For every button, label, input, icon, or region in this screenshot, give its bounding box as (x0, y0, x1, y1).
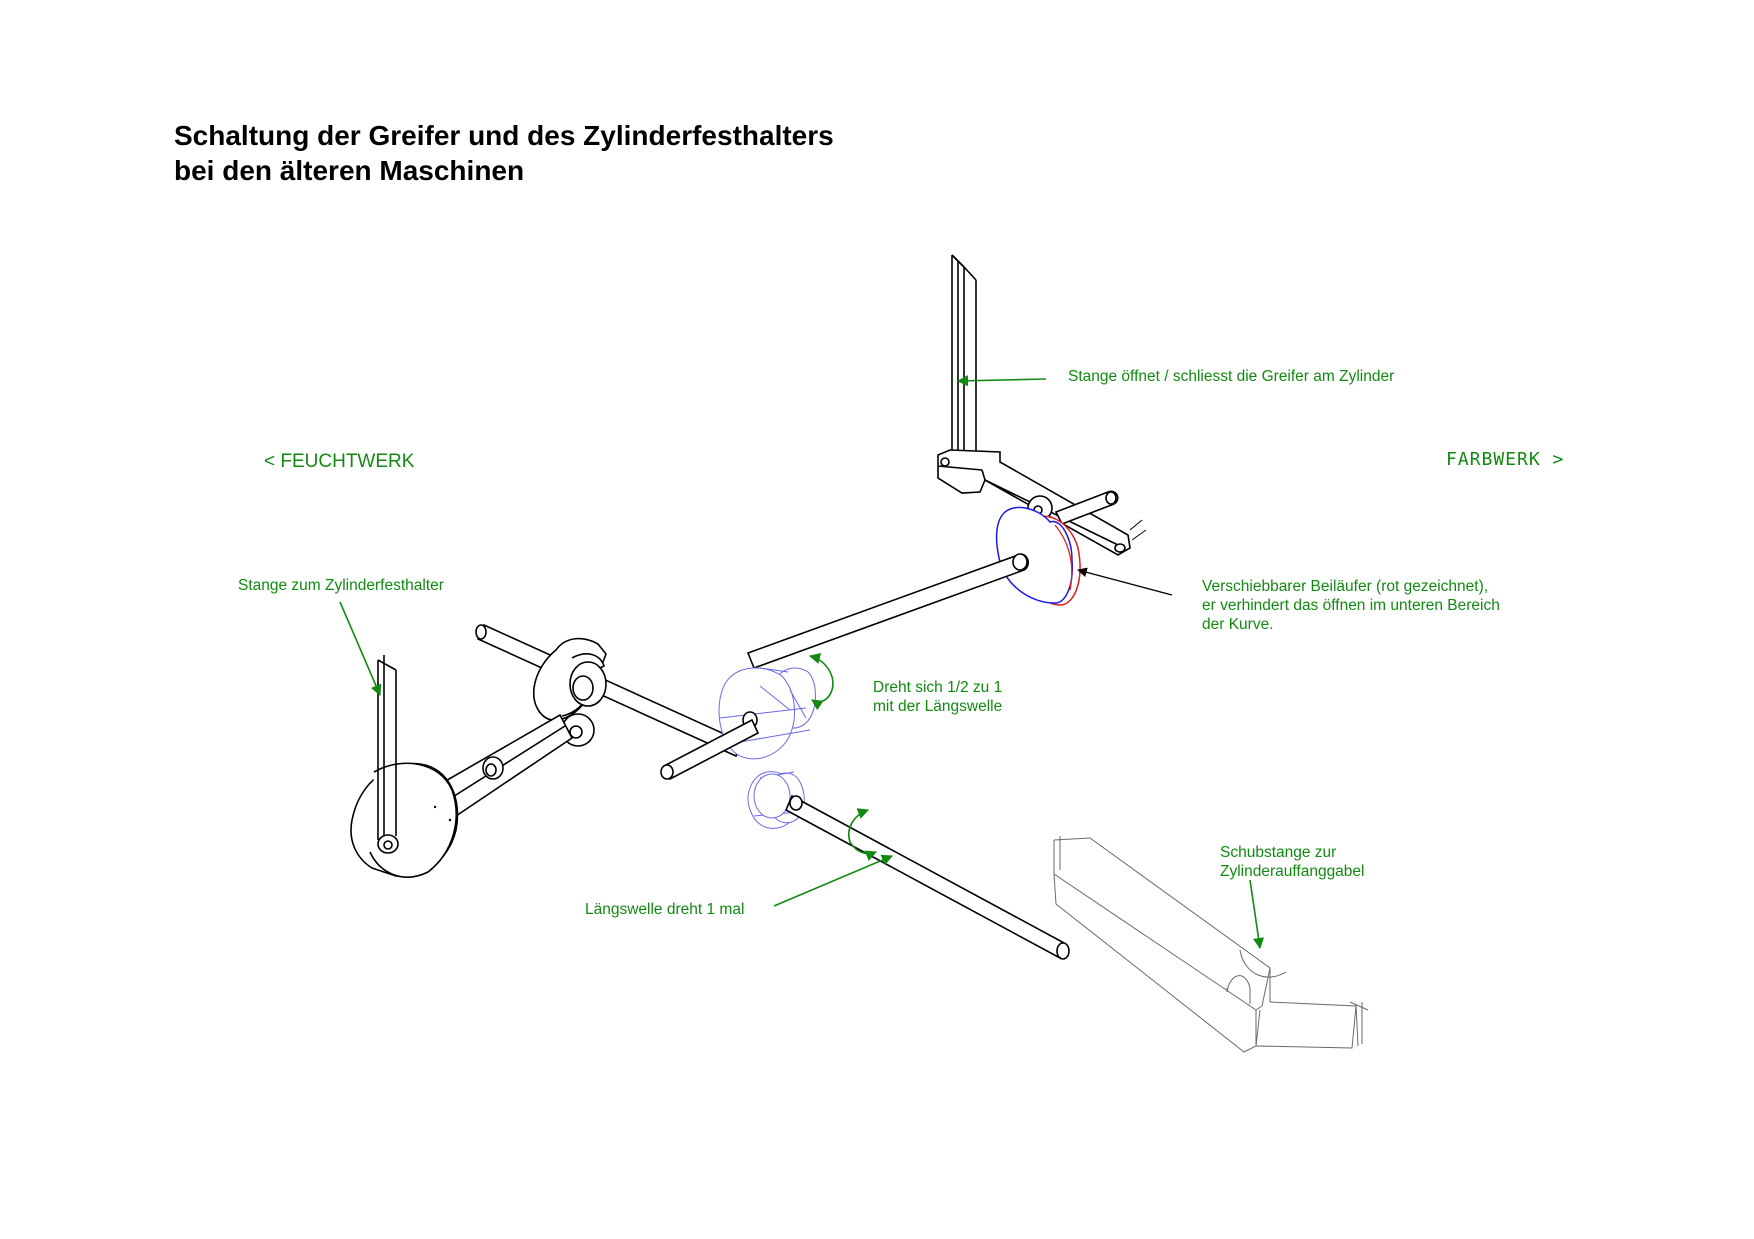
push-rod-block (1053, 836, 1369, 1053)
label-zylinderfesthalter: Stange zum Zylinderfesthalter (238, 577, 444, 594)
title-line-1: Schaltung der Greifer und des Zylinderfe… (174, 120, 834, 151)
diagram-title: Schaltung der Greifer und des Zylinderfe… (174, 118, 834, 188)
gripper-rod (951, 254, 977, 466)
label-beilaeufer-line-1: Verschiebbarer Beiläufer (rot gezeichnet… (1202, 578, 1489, 595)
rotation-arrow-upper (808, 653, 834, 711)
label-schubstange-line-1: Schubstange zur (1220, 844, 1337, 861)
cam-disk (995, 506, 1081, 606)
title-line-2: bei den älteren Maschinen (174, 155, 525, 186)
leader-beilaeufer (1077, 567, 1173, 596)
leader-laengswelle (773, 854, 894, 907)
label-dreht: Dreht sich 1/2 zu 1 mit der Längswelle (873, 678, 1002, 716)
left-cam-wheel (533, 637, 607, 747)
label-beilaeufer: Verschiebbarer Beiläufer (rot gezeichnet… (1202, 577, 1500, 634)
label-beilaeufer-line-3: der Kurve. (1202, 616, 1274, 633)
leader-schubstange (1249, 879, 1265, 950)
label-dreht-line-1: Dreht sich 1/2 zu 1 (873, 679, 1003, 696)
laengswelle-shaft (784, 794, 1070, 960)
label-schubstange: Schubstange zur Zylinderauffanggabel (1220, 843, 1365, 881)
leader-stange-greifer (956, 375, 1047, 387)
nav-feuchtwerk[interactable]: < FEUCHTWERK (264, 451, 415, 472)
rotation-arrow-lower (848, 808, 878, 861)
main-shaft (475, 553, 1030, 758)
gripper-lever (937, 449, 1147, 556)
label-beilaeufer-line-2: er verhindert das öffnen im unteren Bere… (1202, 597, 1500, 614)
nav-farbwerk[interactable]: FARBWERK > (1446, 449, 1565, 470)
cross-shaft (660, 718, 760, 781)
label-laengswelle: Längswelle dreht 1 mal (585, 901, 745, 918)
label-schubstange-line-2: Zylinderauffanggabel (1220, 863, 1365, 880)
label-stange-greifer: Stange öffnet / schliesst die Greifer am… (1068, 368, 1395, 385)
big-disk (350, 762, 459, 878)
label-dreht-line-2: mit der Längswelle (873, 698, 1003, 715)
leader-zylinderfesthalter (339, 601, 382, 697)
